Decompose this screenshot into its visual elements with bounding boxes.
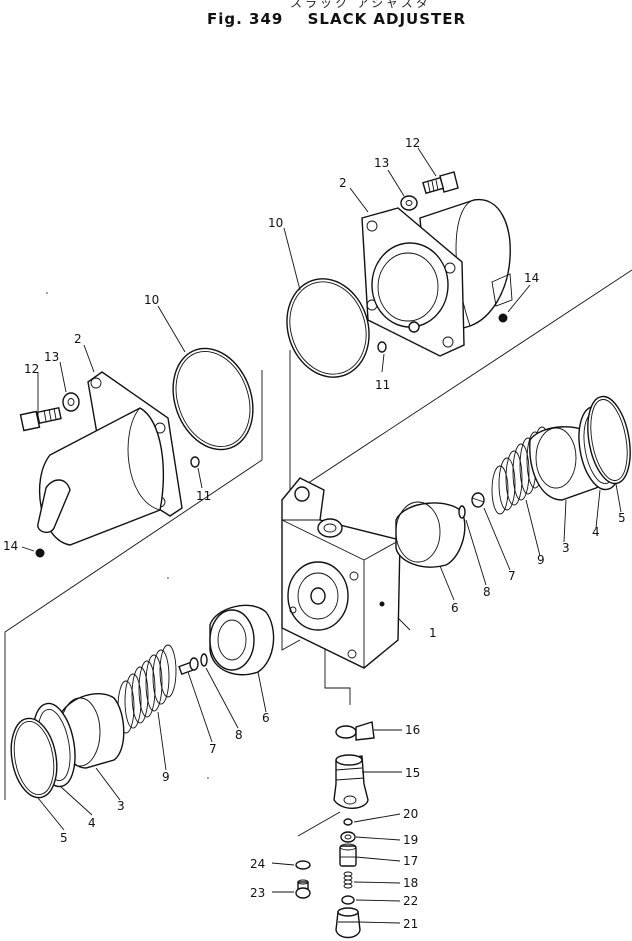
callout-5-right: 5 bbox=[618, 511, 626, 525]
callout-1-body: 1 bbox=[429, 626, 437, 640]
screw-7-right bbox=[471, 492, 485, 508]
housing-body-1 bbox=[281, 477, 401, 669]
plug-14-upper bbox=[498, 313, 508, 323]
callout-3-right: 3 bbox=[562, 541, 570, 555]
washer-24 bbox=[295, 860, 311, 870]
callout-7-right: 7 bbox=[508, 569, 516, 583]
callout-2-upper: 2 bbox=[339, 176, 347, 190]
piston-6-left bbox=[209, 604, 275, 676]
callout-12-upper: 12 bbox=[405, 136, 420, 150]
plug-14-left bbox=[35, 548, 45, 558]
o-ring-11-left bbox=[190, 456, 200, 468]
o-ring-11-upper bbox=[377, 341, 387, 353]
callout-4-right: 4 bbox=[592, 525, 600, 539]
callout-6-left: 6 bbox=[262, 711, 270, 725]
callout-20: 20 bbox=[403, 807, 418, 821]
callout-13-upper: 13 bbox=[374, 156, 389, 170]
ring-19 bbox=[340, 831, 356, 843]
callout-12-left: 12 bbox=[24, 362, 39, 376]
snap-ring-5-right bbox=[587, 395, 631, 485]
callout-10-upper: 10 bbox=[268, 216, 283, 230]
callout-8-left: 8 bbox=[235, 728, 243, 742]
o-ring-20 bbox=[343, 818, 353, 826]
callout-2-left: 2 bbox=[74, 332, 82, 346]
screw-23 bbox=[295, 879, 311, 899]
callout-7-left: 7 bbox=[209, 742, 217, 756]
clip-16 bbox=[335, 721, 375, 741]
piston-6-right bbox=[395, 501, 466, 568]
spring-18 bbox=[343, 871, 353, 889]
gasket-ring-10-upper bbox=[286, 278, 370, 378]
callout-11-upper: 11 bbox=[375, 378, 390, 392]
washer-13-upper bbox=[400, 195, 418, 211]
washer-13-left bbox=[62, 392, 80, 412]
callout-3-left: 3 bbox=[117, 799, 125, 813]
callout-11-left: 11 bbox=[196, 489, 211, 503]
figure-name: SLACK ADJUSTER bbox=[307, 10, 467, 28]
callout-14-left: 14 bbox=[3, 539, 18, 553]
callout-6-right: 6 bbox=[451, 601, 459, 615]
gasket-ring-10-left bbox=[172, 347, 254, 451]
callout-9-right: 9 bbox=[537, 553, 545, 567]
fitting-15 bbox=[333, 754, 369, 809]
figure-title: Fig. 349 SLACK ADJUSTER bbox=[207, 10, 466, 28]
callout-23: 23 bbox=[250, 886, 265, 900]
callout-22: 22 bbox=[403, 894, 418, 908]
callout-8-right: 8 bbox=[483, 585, 491, 599]
callout-labels: 12 13 2 10 14 11 12 13 2 10 11 14 1 6 8 … bbox=[3, 136, 626, 931]
title-kana: スラック アジャスタ bbox=[290, 0, 431, 10]
callout-24: 24 bbox=[250, 857, 265, 871]
callout-10-left: 10 bbox=[144, 293, 159, 307]
sleeve-17 bbox=[339, 843, 357, 867]
callout-21: 21 bbox=[403, 917, 418, 931]
callout-17: 17 bbox=[403, 854, 418, 868]
cover-cylinder-left bbox=[38, 407, 165, 546]
callout-19: 19 bbox=[403, 833, 418, 847]
spring-9-left bbox=[117, 644, 177, 734]
callout-5-left: 5 bbox=[60, 831, 68, 845]
callout-16: 16 bbox=[405, 723, 420, 737]
bolt-12-upper bbox=[422, 171, 459, 195]
washer-8-right bbox=[458, 505, 466, 519]
callout-15: 15 bbox=[405, 766, 420, 780]
upper-left-cover-assembly bbox=[19, 371, 200, 558]
callout-4-left: 4 bbox=[88, 816, 96, 830]
callout-14-upper: 14 bbox=[524, 271, 539, 285]
bolt-12-left bbox=[19, 406, 62, 432]
screw-7-left bbox=[178, 657, 199, 676]
figure-number: Fig. 349 bbox=[207, 10, 284, 28]
callout-9-left: 9 bbox=[162, 770, 170, 784]
washer-8-left bbox=[200, 653, 208, 667]
leader-lines bbox=[21, 147, 622, 924]
snap-ring-5-left bbox=[10, 717, 58, 799]
callout-13-left: 13 bbox=[44, 350, 59, 364]
callout-18: 18 bbox=[403, 876, 418, 890]
plug-21 bbox=[335, 907, 361, 939]
lever-arm-left bbox=[37, 479, 71, 534]
o-ring-22 bbox=[341, 895, 355, 905]
upper-right-cover-assembly bbox=[361, 171, 513, 357]
